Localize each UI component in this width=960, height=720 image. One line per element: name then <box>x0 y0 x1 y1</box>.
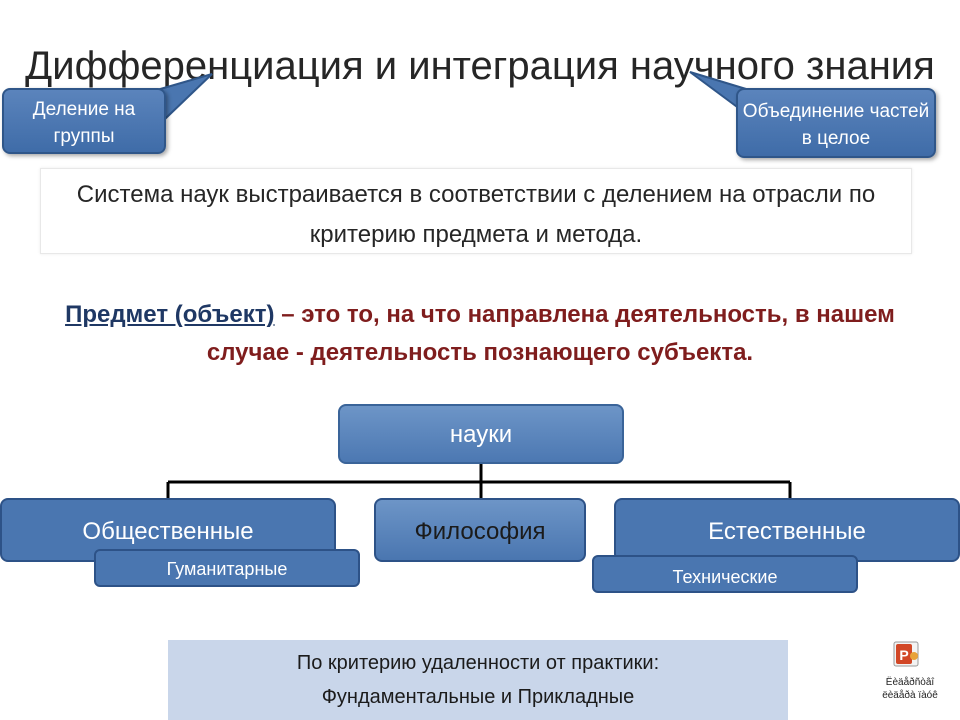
callout-division: Деление на группы <box>2 88 166 154</box>
practice-criterion-box: По критерию удаленности от практики: Фун… <box>168 640 788 720</box>
node-sciences: науки <box>338 404 624 464</box>
slide-title: Дифференциация и интеграция научного зна… <box>25 44 935 88</box>
system-description: Система наук выстраивается в соответстви… <box>40 168 912 254</box>
powerpoint-caption[interactable]: Ëèäåðñòâî ëèäåðà ïàóê <box>882 677 938 701</box>
node-philosophy: Философия <box>374 498 586 562</box>
definition-text: Предмет (объект) – это то, на что направ… <box>30 296 930 372</box>
node-humanities: Гуманитарные <box>94 549 360 587</box>
definition-body: – это то, на что направлена деятельность… <box>206 301 895 366</box>
node-technical: Технические <box>592 555 858 593</box>
powerpoint-icon[interactable]: P <box>892 640 920 668</box>
practice-line-1: По критерию удаленности от практики: <box>296 652 660 674</box>
svg-text:P: P <box>899 647 908 663</box>
definition-term: Предмет (объект) <box>65 301 275 328</box>
callout-integration: Объединение частей в целое <box>736 88 936 158</box>
practice-line-2: Фундаментальные и Прикладные <box>321 686 635 708</box>
node-natural-sciences: Естественные <box>614 498 960 562</box>
